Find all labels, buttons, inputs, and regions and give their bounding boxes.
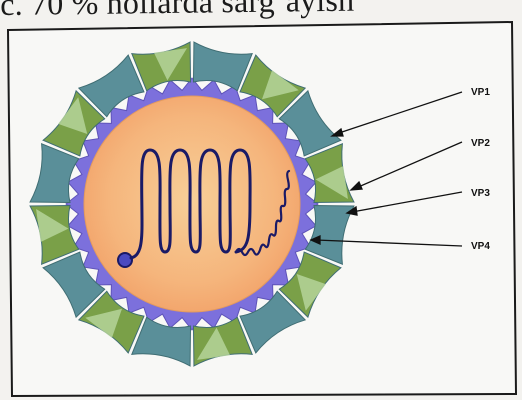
label-vp1: VP1 (471, 87, 490, 98)
label-vp2: VP2 (471, 138, 490, 149)
virus-core (84, 96, 300, 312)
label-vp3: VP3 (471, 188, 490, 199)
label-vp4: VP4 (471, 241, 490, 252)
